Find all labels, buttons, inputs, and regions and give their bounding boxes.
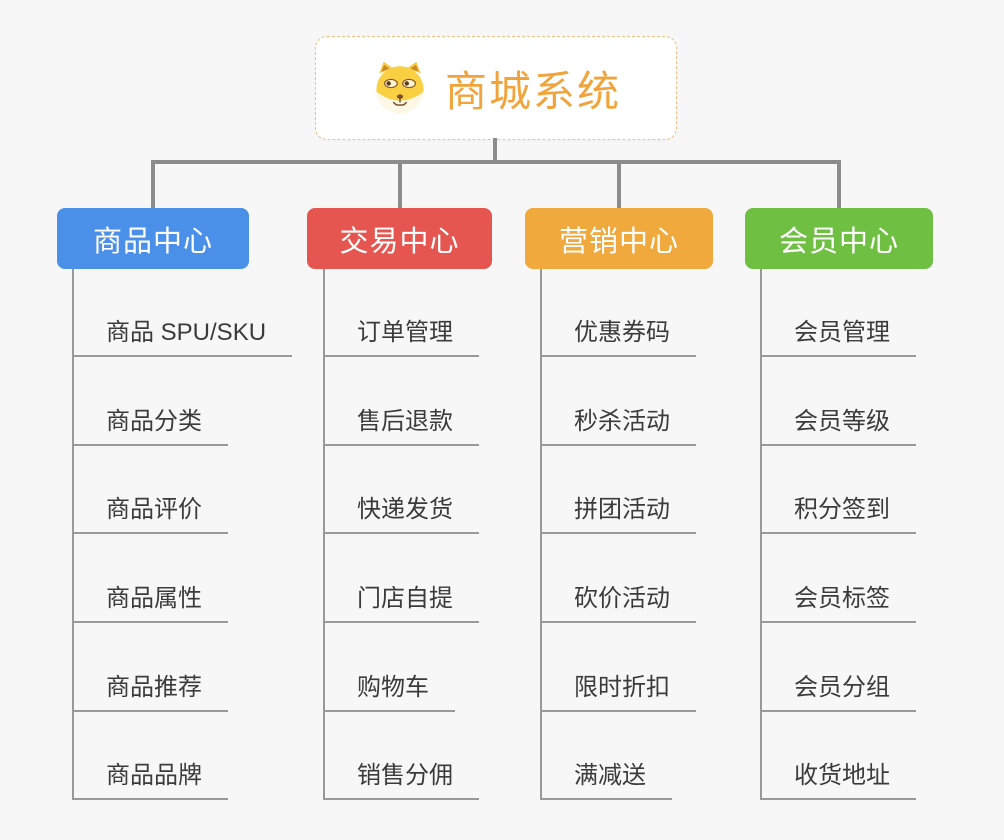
leaf-item[interactable]: 满减送: [540, 754, 672, 800]
leaf-item[interactable]: 收货地址: [760, 754, 916, 800]
leaf-item[interactable]: 商品 SPU/SKU: [72, 311, 293, 357]
column-line-1: [72, 269, 74, 800]
column-line-3: [540, 269, 542, 800]
branch-label: 交易中心: [339, 225, 460, 258]
leaf-item[interactable]: 商品分类: [72, 400, 228, 446]
connector-horizontal-bar: [151, 160, 841, 164]
leaf-item[interactable]: 会员管理: [760, 311, 916, 357]
connector-drop-3: [617, 160, 621, 208]
leaf-item[interactable]: 会员分组: [760, 666, 916, 712]
branch-label: 商品中心: [92, 225, 213, 258]
leaf-item[interactable]: 会员等级: [760, 400, 916, 446]
leaf-item[interactable]: 拼团活动: [540, 488, 696, 534]
branch-node-marketing-center[interactable]: 营销中心: [525, 208, 713, 269]
leaf-item[interactable]: 砍价活动: [540, 577, 696, 623]
leaf-item[interactable]: 售后退款: [323, 400, 479, 446]
connector-root-stub: [493, 138, 497, 162]
root-node-mall-system[interactable]: 商城系统: [315, 36, 677, 140]
connector-drop-2: [398, 160, 402, 208]
connector-drop-4: [837, 160, 841, 208]
leaf-item[interactable]: 购物车: [323, 666, 455, 712]
leaf-item[interactable]: 门店自提: [323, 577, 479, 623]
leaf-item[interactable]: 订单管理: [323, 311, 479, 357]
column-line-4: [760, 269, 762, 800]
leaf-item[interactable]: 商品推荐: [72, 666, 228, 712]
leaf-item[interactable]: 销售分佣: [323, 754, 479, 800]
root-title: 商城系统: [444, 67, 621, 115]
leaf-item[interactable]: 秒杀活动: [540, 400, 696, 446]
leaf-item[interactable]: 商品评价: [72, 488, 228, 534]
leaf-item[interactable]: 快递发货: [323, 488, 479, 534]
column-line-2: [323, 269, 325, 800]
branch-label: 会员中心: [778, 225, 899, 258]
branch-node-member-center[interactable]: 会员中心: [745, 208, 933, 269]
branch-node-trade-center[interactable]: 交易中心: [307, 208, 492, 269]
branch-label: 营销中心: [558, 225, 679, 258]
connector-drop-1: [151, 160, 155, 208]
leaf-item[interactable]: 限时折扣: [540, 666, 696, 712]
leaf-item[interactable]: 商品属性: [72, 577, 228, 623]
branch-node-product-center[interactable]: 商品中心: [57, 208, 249, 269]
leaf-item[interactable]: 会员标签: [760, 577, 916, 623]
leaf-item[interactable]: 优惠券码: [540, 311, 696, 357]
leaf-item[interactable]: 积分签到: [760, 488, 916, 534]
shiba-dog-icon: [371, 59, 429, 117]
leaf-item[interactable]: 商品品牌: [72, 754, 228, 800]
